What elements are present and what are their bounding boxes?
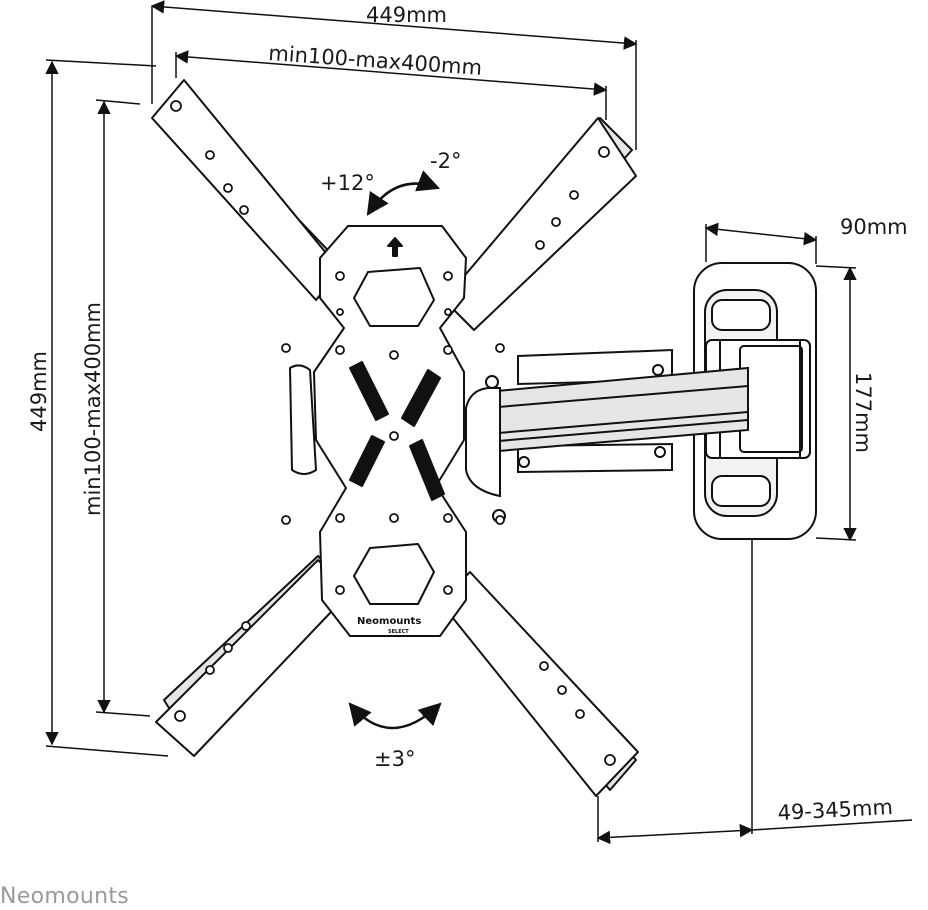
tilt-up-label: +12° [320,171,375,195]
brand-footer: Neomounts [0,884,130,909]
wall-plate-height-label: 177mm [851,372,875,453]
vesa-width-label: min100-max400mm [268,41,483,80]
rotation-arrows [348,702,442,730]
plate-sub-label: SELECT [388,629,409,635]
vesa-cross-plate [151,79,639,797]
rotation-label: ±3° [374,747,415,771]
tilt-arrows [366,170,441,216]
dimension-lines [45,0,913,845]
vesa-height-label: min100-max400mm [81,302,105,516]
overall-height-label: 449mm [27,351,51,432]
wall-arm [465,262,817,540]
wall-plate-depth-label: 90mm [840,215,908,239]
plate-brand-label: Neomounts [357,616,421,627]
plate-holes [170,100,616,766]
overall-width-label: 449mm [366,3,447,27]
tilt-down-label: -2° [430,149,461,173]
wall-distance-label: 49-345mm [777,795,893,825]
